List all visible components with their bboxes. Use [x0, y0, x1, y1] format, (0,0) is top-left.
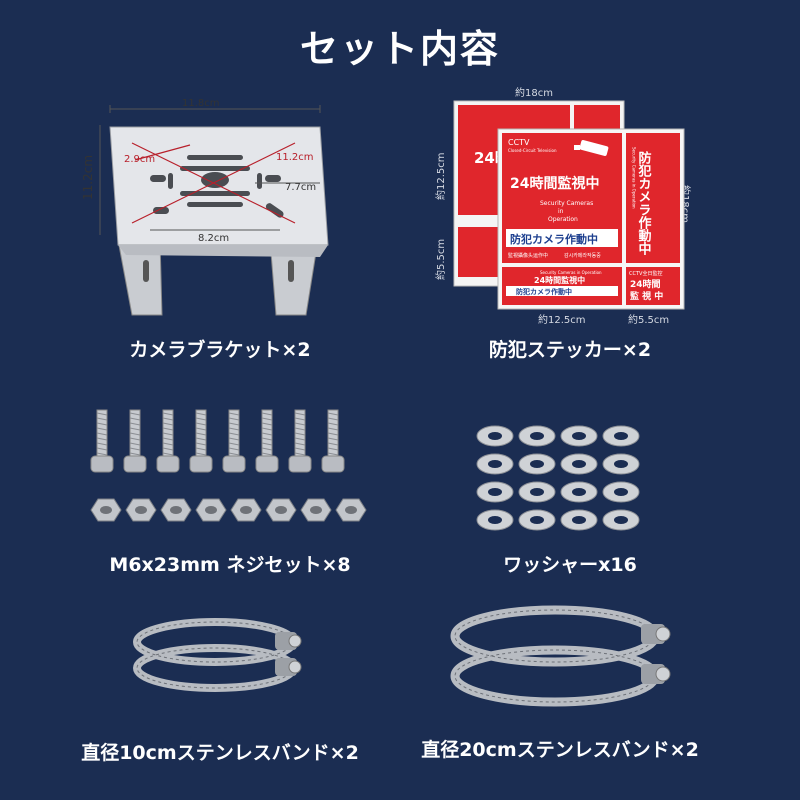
- sticker-en-2: in: [558, 208, 564, 215]
- sticker-cctv-sub: Closed-Circuit Television: [508, 148, 557, 153]
- washer-icon: [476, 453, 514, 475]
- camera-bracket-image: 11.8cm 11.2cm 2.9cm 11.2cm 7.7cm 8.2cm: [70, 95, 360, 320]
- sticker-vertical-en: Security Cameras in Operation: [632, 147, 637, 209]
- small-sticker-security: Security Cameras in Operation: [540, 270, 602, 275]
- washer-icon: [518, 425, 556, 447]
- washer-caption: ワッシャーx16: [503, 554, 637, 576]
- bracket-width-label: 11.8cm: [182, 98, 220, 109]
- nut-icon: [125, 498, 157, 522]
- page-title: セット内容: [299, 27, 500, 71]
- sticker-vertical: 防犯カメラ作動中: [636, 150, 653, 256]
- nut-icon: [300, 498, 332, 522]
- screw-icon: [222, 409, 246, 473]
- small-sticker-24: 24時間: [630, 278, 661, 290]
- sticker-dim-top: 約18cm: [515, 86, 553, 99]
- camera-icon: [574, 139, 609, 157]
- washer-icon: [602, 425, 640, 447]
- nut-icon: [230, 498, 262, 522]
- sticker-cctv: CCTV: [508, 138, 530, 147]
- sticker-dim-bottom-right: 約5.5cm: [628, 313, 669, 325]
- washer-image: [470, 418, 660, 538]
- washer-icon: [602, 509, 640, 531]
- camera-bracket-caption: カメラブラケット×2: [129, 339, 311, 361]
- nut-icon: [160, 498, 192, 522]
- sticker-dim-left-bottom: 約5.5cm: [434, 239, 447, 280]
- screw-set-image: [80, 400, 370, 540]
- washer-icon: [476, 481, 514, 503]
- security-sticker-image: 約18cm 約12.5cm 約5.5cm 約18cm 約12.5cm 約5.5c…: [430, 85, 700, 326]
- nut-icon: [90, 498, 122, 522]
- screw-icon: [90, 409, 114, 473]
- washer-icon: [518, 453, 556, 475]
- washer-icon: [518, 481, 556, 503]
- screw-icon: [255, 409, 279, 473]
- washer-icon: [602, 453, 640, 475]
- screw-set-caption: M6x23mm ネジセット×8: [109, 554, 351, 576]
- band-10cm-caption: 直径10cmステンレスバンド×2: [81, 742, 359, 764]
- nut-icon: [195, 498, 227, 522]
- bracket-bottom-label: 8.2cm: [198, 233, 229, 244]
- screw-icon: [321, 409, 345, 473]
- bracket-mid-label: 7.7cm: [285, 182, 316, 193]
- screw-icon: [156, 409, 180, 473]
- washer-icon: [560, 509, 598, 531]
- washer-icon: [560, 425, 598, 447]
- band-20cm-image: [445, 598, 685, 723]
- band-20cm-caption: 直径20cmステンレスバンド×2: [421, 739, 699, 761]
- screw-icon: [123, 409, 147, 473]
- bracket-diagonal-label: 11.2cm: [276, 152, 314, 163]
- band-10cm-image: [125, 610, 315, 710]
- washer-icon: [560, 453, 598, 475]
- sticker-en-1: Security Cameras: [540, 200, 593, 207]
- sticker-dim-left-top: 約12.5cm: [434, 152, 447, 200]
- sticker-en-3: Operation: [548, 216, 578, 223]
- sticker-headline: 24時間監視中: [510, 175, 599, 192]
- washer-icon: [476, 425, 514, 447]
- bracket-slot-label: 2.9cm: [124, 154, 155, 165]
- screw-icon: [288, 409, 312, 473]
- washer-icon: [518, 509, 556, 531]
- sticker-tiny-left: 監視攝像头运作中: [508, 252, 548, 259]
- screw-icon: [189, 409, 213, 473]
- bracket-height-label: 11.2cm: [81, 155, 95, 200]
- sticker-jp-line: 防犯カメラ作動中: [510, 232, 598, 246]
- small-sticker-headline: 24時間監視中: [534, 275, 585, 285]
- small-sticker-jp: 防犯カメラ作動中: [516, 287, 572, 296]
- sticker-dim-bottom-left: 約12.5cm: [538, 313, 586, 325]
- small-sticker-cctv: CCTV全日監控: [629, 270, 662, 277]
- small-sticker-watch: 監 視 中: [630, 290, 663, 302]
- nut-icon: [335, 498, 367, 522]
- nut-icon: [265, 498, 297, 522]
- sticker-tiny-right: 감시카메라작동중: [564, 252, 601, 259]
- washer-icon: [476, 509, 514, 531]
- washer-icon: [602, 481, 640, 503]
- security-sticker-caption: 防犯ステッカー×2: [488, 339, 652, 361]
- washer-icon: [560, 481, 598, 503]
